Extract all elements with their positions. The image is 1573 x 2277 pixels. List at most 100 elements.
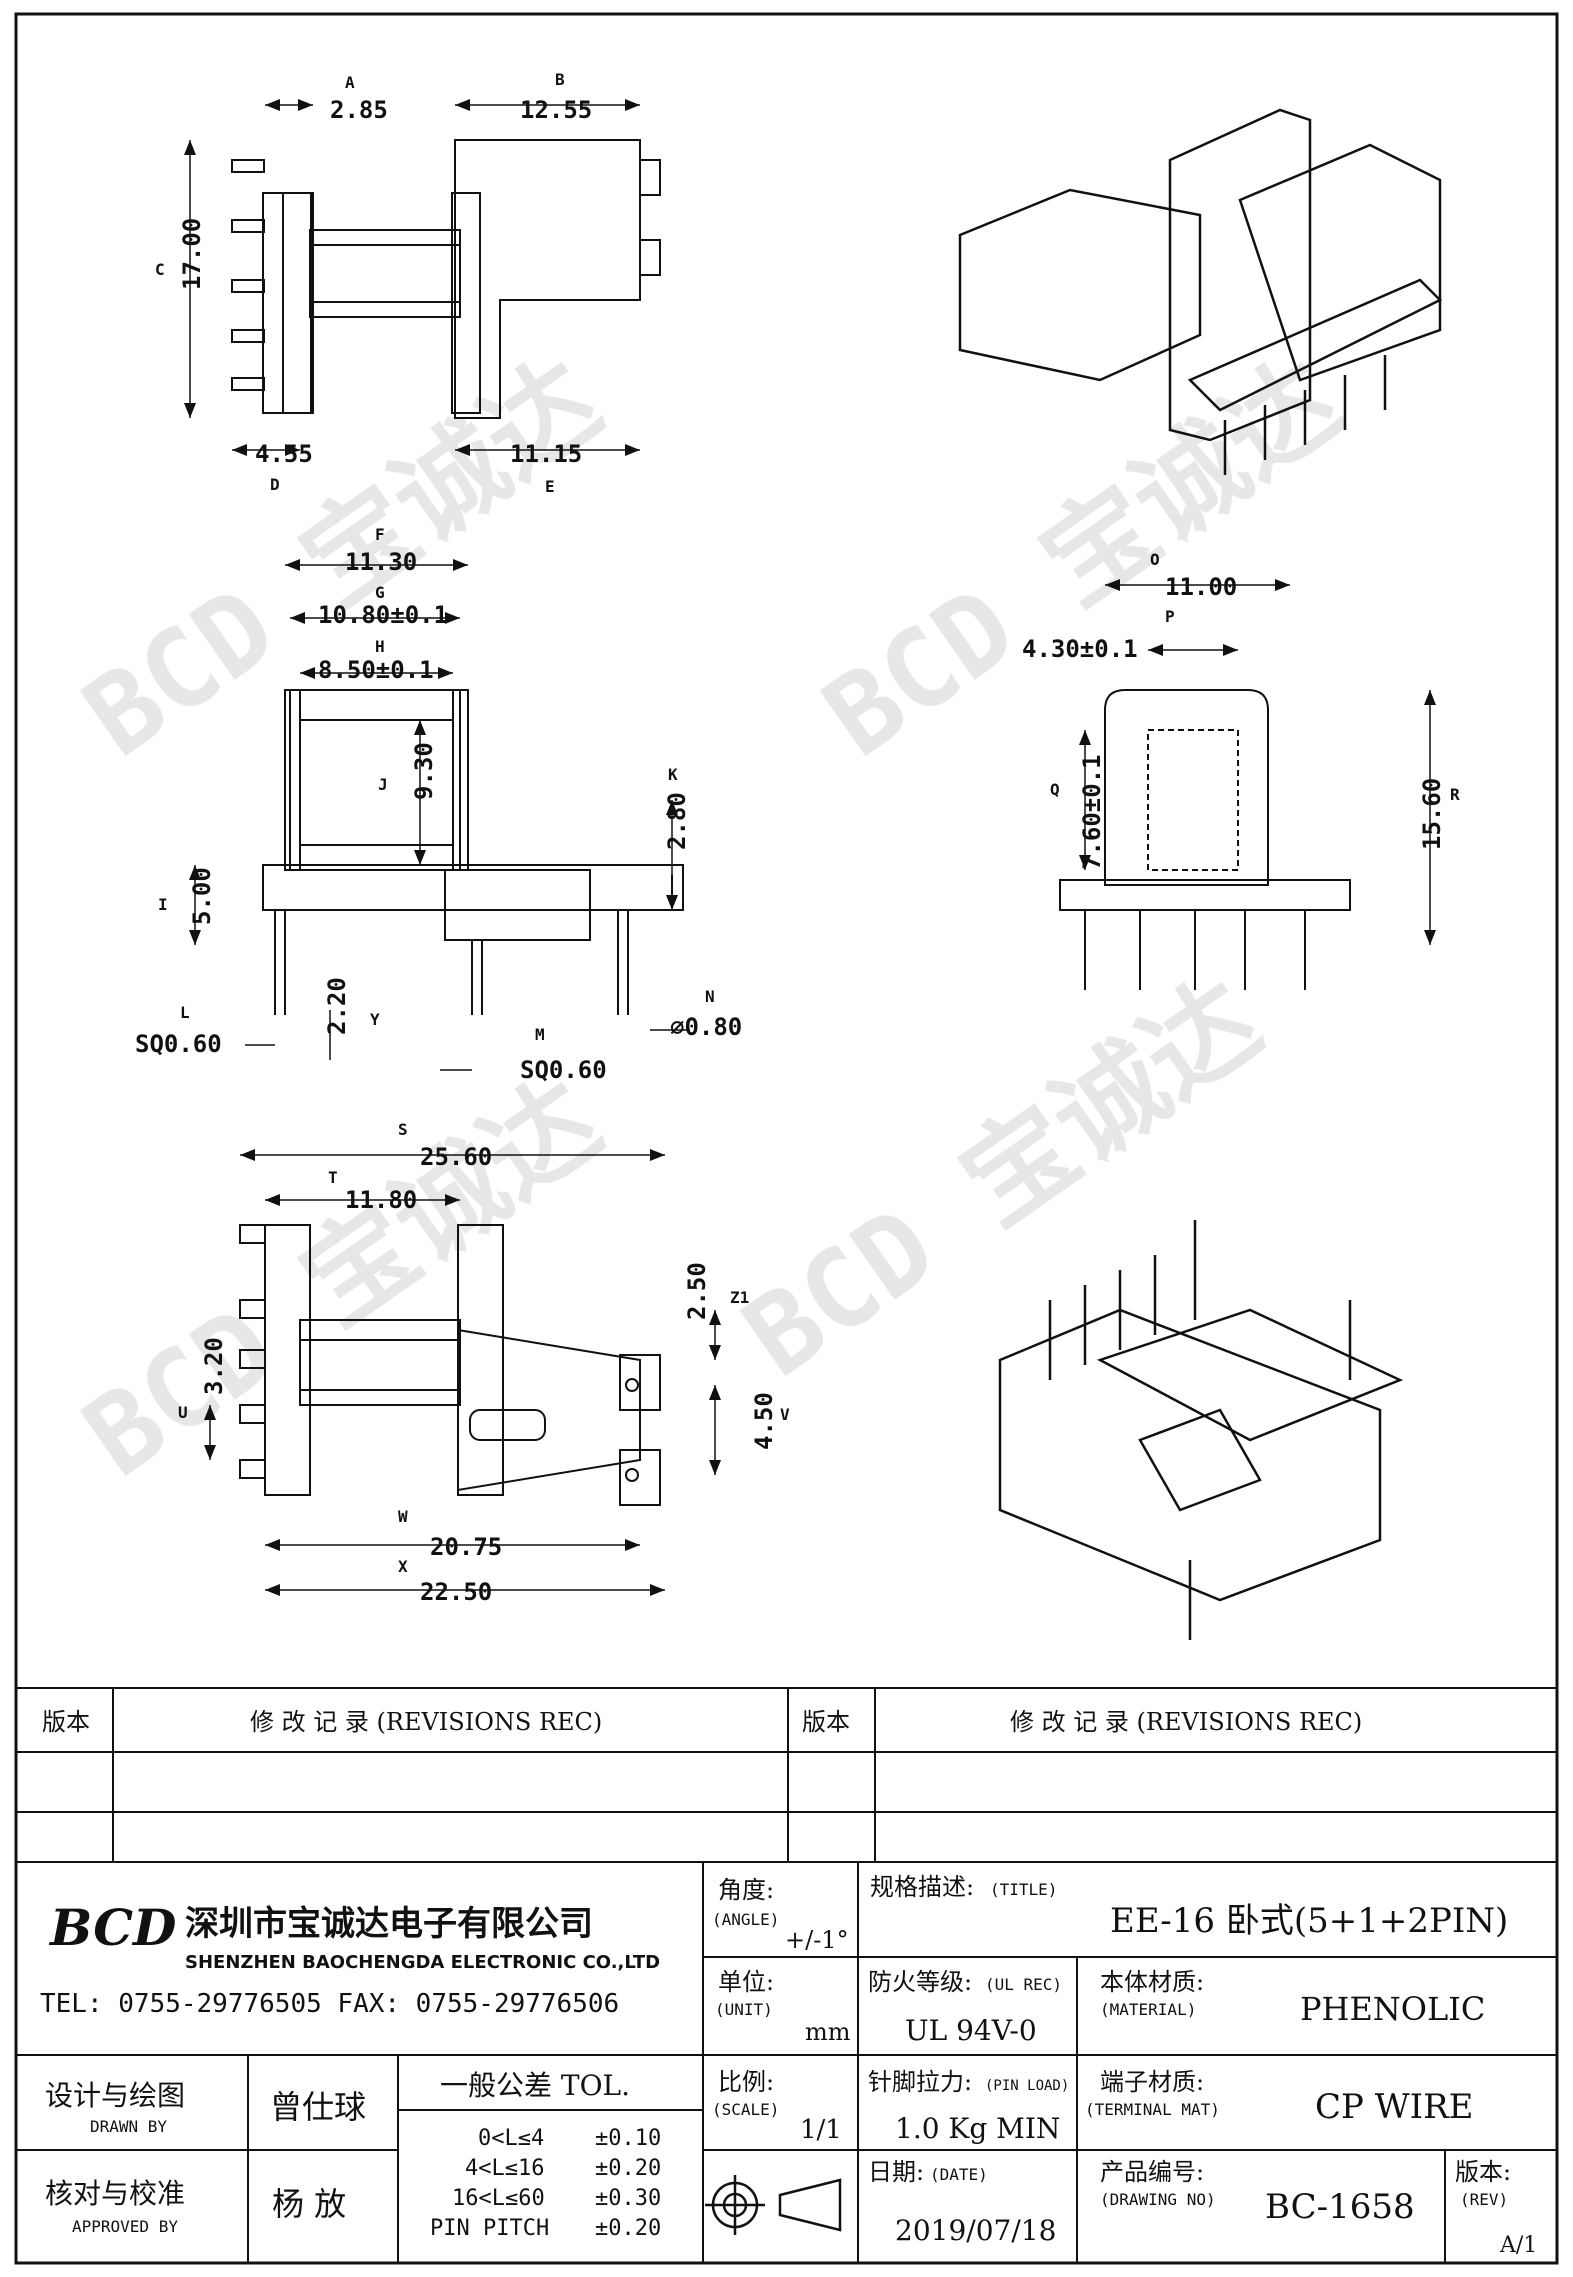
dim-N-value: ⌀0.80 [670,1013,742,1041]
dim-V-value: 4.50 [750,1392,778,1450]
iso-view-top [958,108,1443,475]
dimension-labels: 2.85 A 12.55 B 17.00 C 4.55 D 11.15 E 11… [135,70,1460,1606]
drawn-label: 设计与绘图 [45,2079,185,2112]
title-block-grid [16,1862,1557,2263]
dim-T-value: 11.80 [345,1186,417,1214]
dim-O-letter: O [1150,550,1160,569]
view-side [1059,689,1351,990]
dim-K-letter: K [668,765,678,784]
angle-value: +/-1° [785,1926,849,1954]
dim-I-letter: I [158,895,168,914]
scale-sub: (SCALE) [712,2100,779,2119]
dimension-lines [184,99,1436,1596]
title-sub: (TITLE) [990,1880,1057,1899]
sheet-border [14,12,1559,2265]
dim-B-letter: B [555,70,565,89]
dim-L-value: SQ0.60 [135,1030,222,1058]
svg-text:BCD 宝诚达: BCD 宝诚达 [721,955,1282,1401]
dim-W-letter: W [398,1507,408,1526]
dim-U-letter: U [178,1403,188,1422]
approved-sub: APPROVED BY [72,2217,178,2236]
tol-range-0: 0<L≤4 [478,2126,544,2151]
view-bottom [239,1224,661,1506]
unit-value: mm [805,2018,851,2046]
date-label: 日期: [868,2158,924,2186]
dim-S-value: 25.60 [420,1143,492,1171]
approved-value: 杨 放 [272,2185,346,2223]
tol-value-0: ±0.10 [595,2126,661,2151]
tol-value-2: ±0.30 [595,2186,661,2211]
angle-sub: (ANGLE) [712,1910,779,1929]
rev-label: 版本: [1455,2158,1511,2186]
approved-label: 核对与校准 [45,2177,185,2210]
terminal-sub: (TERMINAL MAT) [1085,2100,1220,2119]
tolerance-title: 一般公差 TOL. [440,2069,630,2102]
tol-range-2: 16<L≤60 [452,2186,545,2211]
dim-Q-value: 7.60±0.1 [1078,754,1106,870]
company-contact: TEL: 0755-29776505 FAX: 0755-29776506 [40,1989,619,2019]
dim-D-value: 4.55 [255,440,313,468]
material-sub: (MATERIAL) [1100,2000,1196,2019]
title-label: 规格描述: [870,1873,974,1901]
iso-view-bottom [998,1220,1404,1640]
dim-E-letter: E [545,477,555,496]
dim-A-value: 2.85 [330,96,388,124]
terminal-label: 端子材质: [1100,2068,1204,2096]
unit-label: 单位: [718,1968,774,1996]
dim-X-value: 22.50 [420,1578,492,1606]
dim-F-value: 11.30 [345,548,417,576]
dim-M-letter: M [535,1025,545,1044]
scale-label: 比例: [718,2068,774,2096]
view-top [231,139,661,419]
svg-text:BCD 宝诚达: BCD 宝诚达 [61,335,622,781]
dim-U-value: 3.20 [200,1337,228,1395]
company-logo: BCD [48,1898,176,1957]
tol-value-1: ±0.20 [595,2156,661,2181]
dim-K-value: 2.80 [663,792,691,850]
angle-label: 角度: [718,1876,774,1904]
company-name-cn: 深圳市宝诚达电子有限公司 [185,1904,593,1944]
company-name-en: SHENZHEN BAOCHENGDA ELECTRONIC CO.,LTD [185,1952,660,1973]
dim-O-value: 11.00 [1165,573,1237,601]
drawing-label: 产品编号: [1100,2158,1204,2186]
dim-A-letter: A [345,73,355,92]
dim-W-value: 20.75 [430,1533,502,1561]
dim-V-letter: V [780,1405,790,1424]
ul-label: 防火等级: [868,1968,972,1996]
unit-sub: (UNIT) [715,2000,773,2019]
watermark: BCD 宝诚达 BCD 宝诚达 BCD 宝诚达 BCD 宝诚达 [61,335,1362,1501]
dim-Z1-value: 2.50 [683,1262,711,1320]
dim-Z1-letter: Z1 [730,1288,749,1307]
dim-M-value: SQ0.60 [520,1056,607,1084]
dim-Y-value: 2.20 [323,977,351,1035]
material-label: 本体材质: [1100,1968,1204,1996]
dim-F-letter: F [375,525,385,544]
rev-version-label-right: 版本 [802,1708,850,1736]
dim-Q-letter: Q [1050,780,1060,799]
ul-value: UL 94V-0 [905,2014,1037,2047]
dim-J-value: 9.30 [410,742,438,800]
dim-I-value: 5.00 [188,867,216,925]
revision-table [16,1687,1557,1863]
dim-D-letter: D [270,475,280,494]
rev-header-left: 修 改 记 录 (REVISIONS REC) [250,1708,602,1736]
dim-E-value: 11.15 [510,440,582,468]
dim-B-value: 12.55 [520,96,592,124]
drawing-value: BC-1658 [1265,2187,1415,2227]
date-value: 2019/07/18 [895,2214,1056,2247]
dim-Y-letter: Y [370,1010,380,1029]
dim-H-value: 8.50±0.1 [318,656,434,684]
drawing-sub: (DRAWING NO) [1100,2190,1216,2209]
dim-T-letter: T [328,1168,338,1187]
drawn-value: 曾仕球 [270,2088,366,2126]
dim-R-value: 15.60 [1418,778,1446,850]
ul-sub: (UL REC) [985,1975,1062,1994]
dim-H-letter: H [375,637,385,656]
pinload-label: 针脚拉力: [868,2068,972,2096]
view-front [262,689,684,1015]
scale-value: 1/1 [800,2115,842,2145]
dim-G-value: 10.80±0.1 [318,601,448,629]
dim-C-letter: C [155,260,165,279]
rev-version-label-left: 版本 [42,1708,90,1736]
